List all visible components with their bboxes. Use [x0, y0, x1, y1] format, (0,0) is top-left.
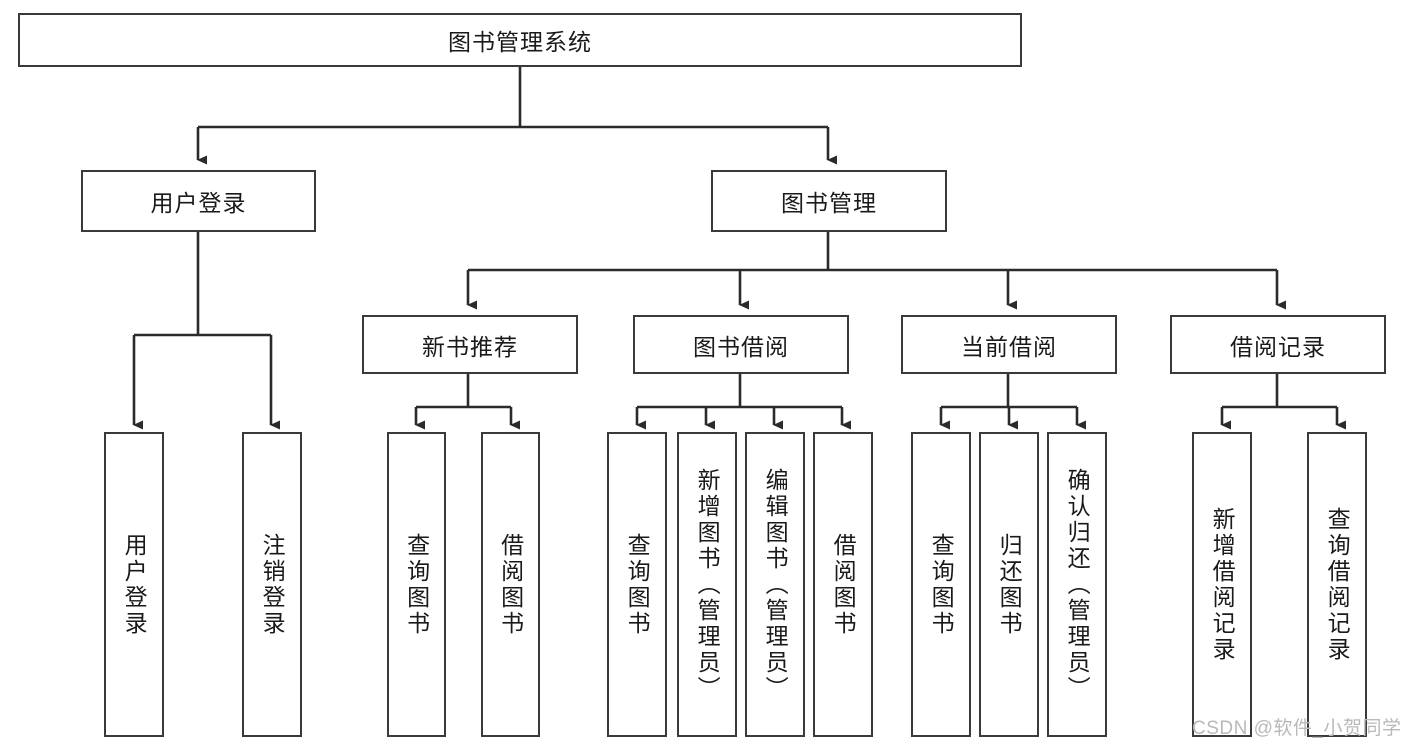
node-label: 图书借阅 [693, 333, 789, 360]
leaf-add-borrow-record[interactable]: 新增借阅记录 [1192, 432, 1252, 737]
node-label: 注销登录 [259, 532, 286, 637]
node-label: 查询图书 [624, 532, 651, 637]
node-label: 图书管理系统 [448, 29, 592, 55]
leaf-edit-book-admin[interactable]: 编辑图书（管理员） [745, 432, 805, 737]
node-label: 借阅图书 [830, 532, 857, 637]
node-book-management[interactable]: 图书管理 [711, 170, 947, 232]
node-label: 编辑图书（管理员） [762, 467, 789, 702]
node-label: 用户登录 [150, 190, 247, 216]
leaf-logout[interactable]: 注销登录 [242, 432, 302, 737]
node-label: 归还图书 [996, 532, 1023, 637]
leaf-query-book-bb[interactable]: 查询图书 [607, 432, 667, 737]
node-label: 新书推荐 [422, 333, 518, 360]
node-borrow-record[interactable]: 借阅记录 [1170, 315, 1386, 374]
node-label: 新增借阅记录 [1209, 506, 1236, 663]
node-label: 用户登录 [121, 532, 148, 637]
node-book-borrow[interactable]: 图书借阅 [633, 315, 849, 374]
leaf-query-book-nb[interactable]: 查询图书 [387, 432, 446, 737]
node-label: 新增图书（管理员） [694, 467, 721, 702]
node-label: 当前借阅 [961, 333, 1057, 360]
node-current-borrow[interactable]: 当前借阅 [901, 315, 1117, 374]
node-root-book-management-system[interactable]: 图书管理系统 [18, 13, 1022, 67]
node-label: 借阅记录 [1230, 333, 1326, 360]
leaf-user-login[interactable]: 用户登录 [104, 432, 164, 737]
node-label: 借阅图书 [497, 532, 524, 637]
node-label: 查询图书 [403, 532, 430, 637]
leaf-add-book-admin[interactable]: 新增图书（管理员） [677, 432, 737, 737]
node-label: 查询图书 [928, 532, 955, 637]
node-new-book-recommend[interactable]: 新书推荐 [362, 315, 578, 374]
leaf-query-borrow-record[interactable]: 查询借阅记录 [1307, 432, 1367, 737]
leaf-borrow-book-bb[interactable]: 借阅图书 [813, 432, 873, 737]
node-label: 图书管理 [781, 190, 877, 216]
leaf-confirm-return-admin[interactable]: 确认归还（管理员） [1047, 432, 1107, 737]
node-label: 查询借阅记录 [1324, 506, 1351, 663]
watermark-csdn: CSDN @软件_小贺同学 [1192, 718, 1402, 739]
leaf-return-book[interactable]: 归还图书 [979, 432, 1039, 737]
leaf-query-book-cb[interactable]: 查询图书 [911, 432, 971, 737]
leaf-borrow-book-nb[interactable]: 借阅图书 [481, 432, 540, 737]
node-label: 确认归还（管理员） [1064, 467, 1091, 702]
node-user-login[interactable]: 用户登录 [81, 170, 316, 232]
